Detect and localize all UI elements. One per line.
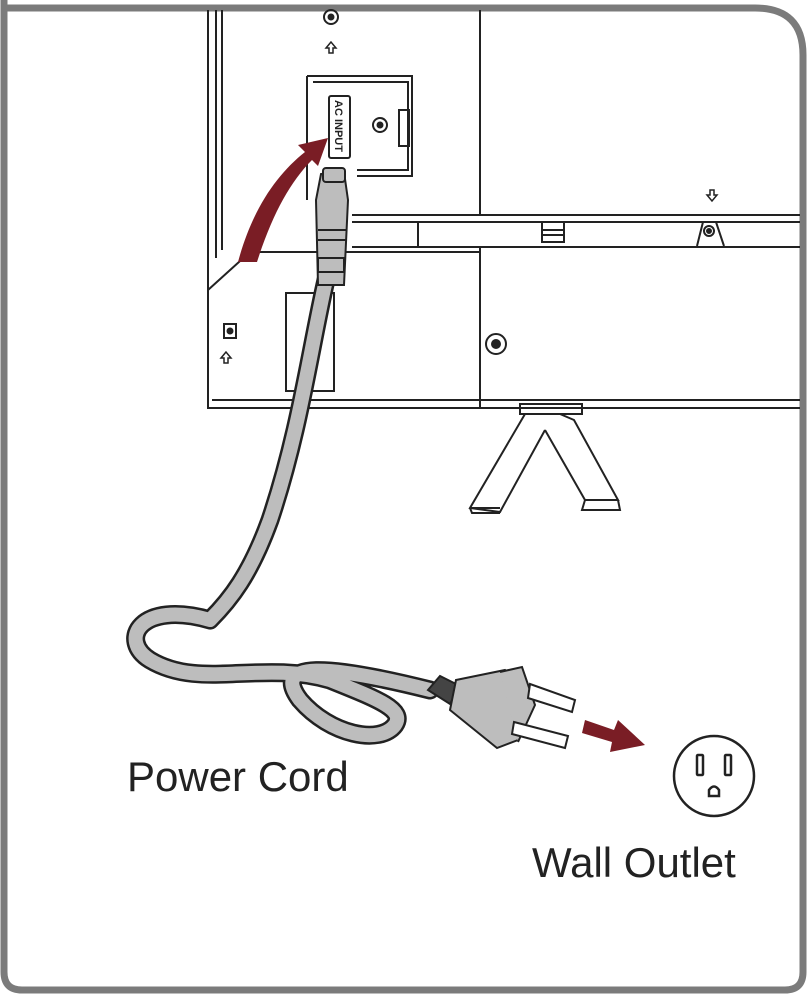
screw-icon <box>485 333 507 355</box>
wall-outlet-label: Wall Outlet <box>532 839 736 886</box>
cord-plug <box>426 665 577 750</box>
tv-stand <box>468 403 622 514</box>
down-arrow-icon <box>705 189 719 203</box>
ac-input-label: AC INPUT <box>332 100 344 152</box>
screw-icon <box>703 225 715 237</box>
screw-icon <box>223 323 237 339</box>
screw-icon <box>323 9 339 25</box>
outlet-icon <box>672 734 756 818</box>
plug-arrow-icon <box>582 720 645 752</box>
screw-icon <box>372 117 388 133</box>
power-cord <box>126 270 440 745</box>
insert-arrow-icon <box>238 138 328 262</box>
ac-input-port <box>328 95 351 159</box>
up-arrow-icon <box>324 40 338 54</box>
up-arrow-icon <box>219 350 233 364</box>
cord-connector <box>314 167 350 286</box>
power-cord-label: Power Cord <box>127 753 349 800</box>
